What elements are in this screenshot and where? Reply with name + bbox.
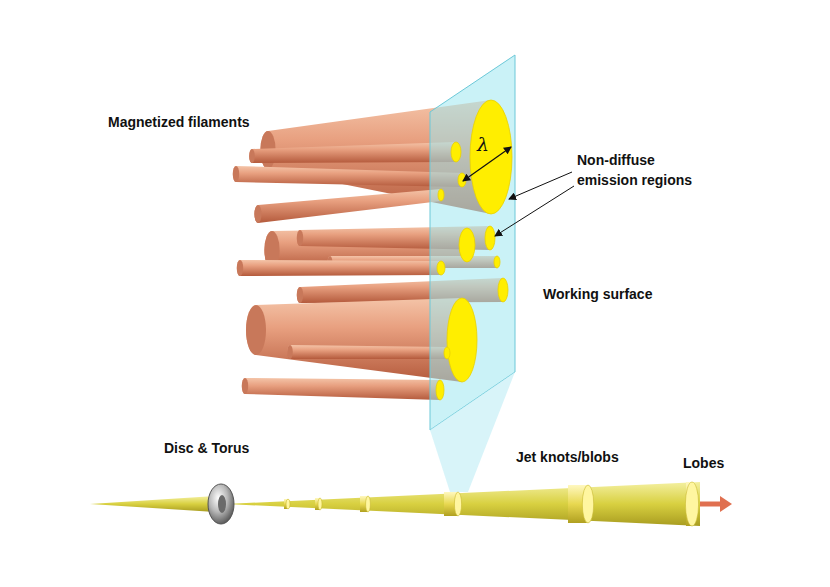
knot-face xyxy=(286,499,290,509)
emission-spot xyxy=(494,256,500,268)
emission-spot xyxy=(436,380,444,400)
knot-face xyxy=(366,496,371,512)
plane-label: Working surface xyxy=(543,284,652,304)
filament-cone xyxy=(287,345,447,359)
filament-end xyxy=(254,205,261,223)
filament-cone xyxy=(254,189,441,223)
dimension-label: λ xyxy=(477,134,489,154)
filament-cone xyxy=(242,378,440,400)
counter-jet xyxy=(90,496,215,512)
lobe-arrowhead xyxy=(720,496,732,512)
figure-title: Magnetized filaments xyxy=(108,112,250,132)
knot-face xyxy=(454,492,461,516)
filament-end xyxy=(297,230,303,246)
emission-spot xyxy=(437,261,445,275)
jet-cone xyxy=(226,482,700,526)
emission-spot xyxy=(447,298,477,382)
emission-spot xyxy=(498,278,508,302)
filament-end xyxy=(242,378,248,394)
emission-regions xyxy=(436,100,512,400)
filament-end xyxy=(246,305,266,355)
filament-cone xyxy=(249,142,456,163)
filament-end xyxy=(233,166,239,182)
knot-face xyxy=(685,482,698,526)
callout-text: Non-diffuse emission regions xyxy=(577,150,709,190)
emission-spot xyxy=(459,228,475,262)
filament-end xyxy=(237,260,243,276)
emission-spot xyxy=(470,100,512,214)
component-label: Jet knots/blobs xyxy=(516,447,619,467)
component-label: Disc & Torus xyxy=(164,438,249,458)
filament-cone xyxy=(237,260,441,276)
knot-face xyxy=(582,485,593,523)
knot-face xyxy=(318,498,322,510)
jet-knots xyxy=(284,482,699,526)
component-label: Lobes xyxy=(683,453,724,473)
torus-hole xyxy=(218,495,226,513)
zoom-projection xyxy=(430,372,515,492)
emission-spot xyxy=(444,347,450,359)
filament-end xyxy=(297,287,303,303)
disc-torus xyxy=(208,484,234,524)
filament-cone xyxy=(233,166,462,187)
leader-line xyxy=(509,172,572,199)
lobe-arrow xyxy=(700,502,722,507)
filament-end xyxy=(249,149,255,163)
emission-spot xyxy=(485,226,495,250)
emission-spot xyxy=(451,142,461,162)
working-surface-plane xyxy=(430,55,515,430)
leader-line xyxy=(495,186,574,236)
emission-spot xyxy=(438,189,444,201)
filament-end xyxy=(287,345,293,359)
